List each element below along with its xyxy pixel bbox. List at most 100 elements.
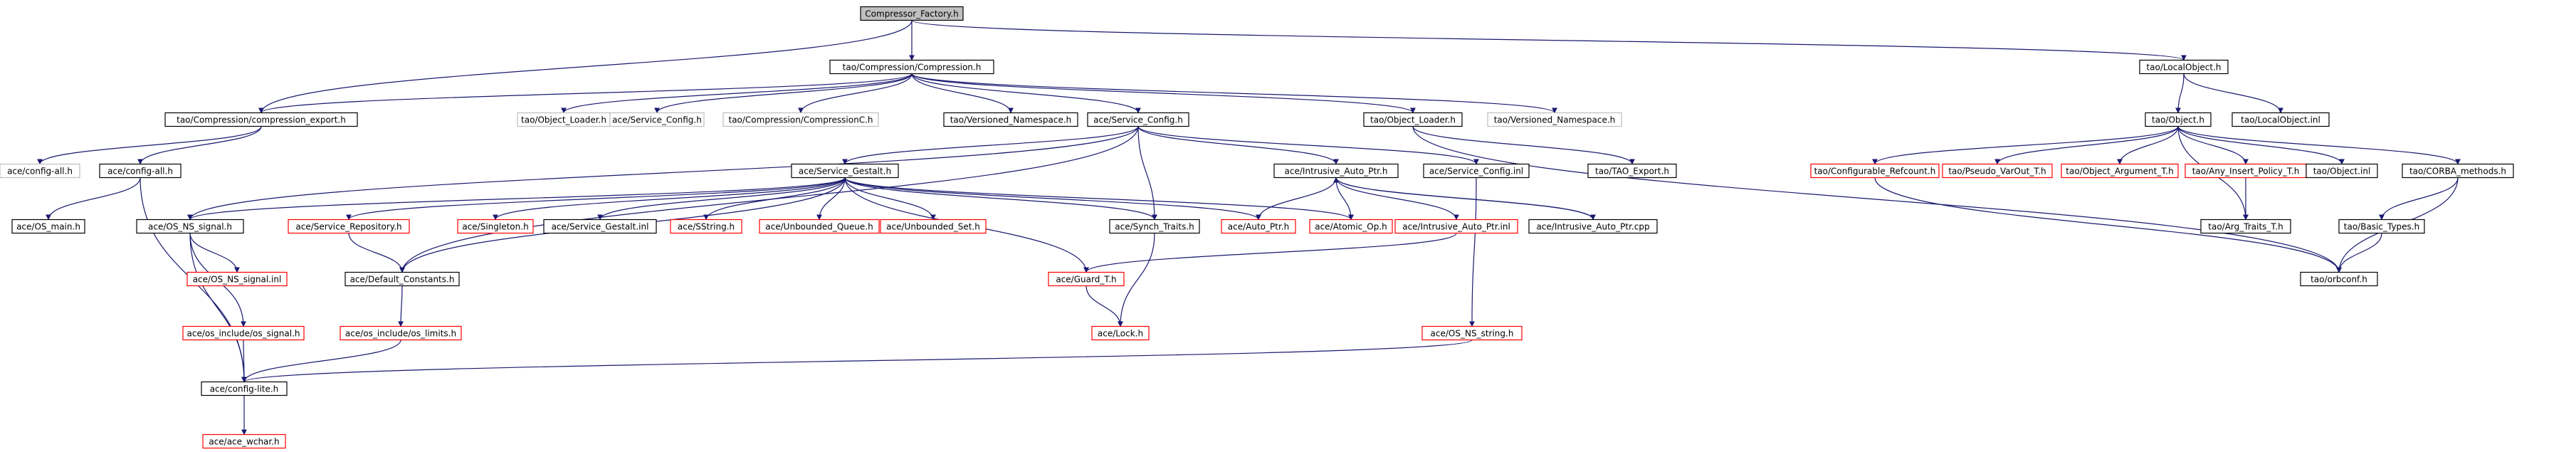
node-tol1[interactable]: tao/Object_Loader.h [517,112,611,127]
node-label: ace/config-all.h [7,167,73,177]
node-label: tao/Object_Loader.h [521,115,606,125]
node-box [136,219,244,234]
node-sst[interactable]: ace/SString.h [670,219,742,234]
node-lobj[interactable]: tao/LocalObject.h [2139,59,2229,75]
edge-lobj-to-loi [2183,73,2283,114]
node-box [340,325,462,341]
edge-iap-to-aop [1335,177,1354,221]
node-label: tao/Object_Loader.h [1370,115,1456,125]
node-oil[interactable]: ace/os_include/os_limits.h [340,325,462,341]
node-tex[interactable]: tao/TAO_Export.h [1587,163,1677,179]
node-orb[interactable]: tao/orbconf.h [2300,271,2378,287]
node-sci[interactable]: ace/Service_Config.inl [1423,163,1530,179]
node-label: ace/Service_Repository.h [295,222,401,232]
node-dc[interactable]: ace/Default_Constants.h [345,271,460,287]
node-label: ace/OS_NS_signal.h [148,222,232,232]
node-label: ace/Guard_T.h [1056,275,1116,285]
node-aop[interactable]: ace/Atomic_Op.h [1309,219,1393,234]
edge-iapi-to-gt [1083,232,1457,273]
node-asg[interactable]: ace/Service_Gestalt.h [791,163,899,179]
node-label: ace/OS_main.h [16,222,80,232]
edge-tol-to-orb [1412,126,2342,273]
edge-comp-to-tvns [911,73,1014,114]
node-crc[interactable]: tao/Configurable_Refcount.h [1810,163,1940,179]
edge-syt-to-lck [1118,233,1155,327]
node-box [860,6,964,21]
node-us[interactable]: ace/Unbounded_Set.h [880,219,987,234]
node-label: ace/Singleton.h [462,222,528,232]
node-box [164,112,358,127]
node-cfa[interactable]: ace/config-all.h [99,163,182,179]
node-sgi[interactable]: ace/Service_Gestalt.inl [543,219,657,234]
edge-root-to-lobj [911,19,2187,61]
node-ois[interactable]: ace/os_include/os_signal.h [182,325,305,341]
edge-cexp-to-cfa1 [37,126,262,165]
node-iapc[interactable]: ace/Intrusive_Auto_Ptr.cpp [1528,219,1658,234]
node-iapi[interactable]: ace/Intrusive_Auto_Ptr.inl [1394,219,1518,234]
node-label: ace/ace_wchar.h [209,437,279,447]
node-att[interactable]: tao/Arg_Traits_T.h [2200,219,2291,234]
node-lck[interactable]: ace/Lock.h [1091,325,1150,341]
node-asc1[interactable]: ace/Service_Config.h [609,112,705,127]
node-box [1810,163,1940,179]
node-pvo[interactable]: tao/Pseudo_VarOut_T.h [1942,163,2053,179]
edge-onss-to-onsi [189,233,240,273]
edge-onstr-to-cfl [241,339,1473,383]
node-cfa1[interactable]: ace/config-all.h [0,163,80,179]
node-box [2200,219,2291,234]
node-box [2061,163,2179,179]
node-aip[interactable]: tao/Any_Insert_Policy_T.h [2185,163,2307,179]
node-box [670,219,742,234]
node-tcc[interactable]: tao/Compression/CompressionC.h [722,112,879,127]
node-onstr[interactable]: ace/OS_NS_string.h [1421,325,1523,341]
edge-tobj-to-crc [1872,126,2179,165]
node-cexp[interactable]: tao/Compression/compression_export.h [164,112,358,127]
node-syt[interactable]: ace/Synch_Traits.h [1109,219,1200,234]
node-box [791,163,899,179]
node-box [1087,112,1189,127]
edge-lobj-to-tobj [2175,73,2185,114]
node-loi[interactable]: tao/LocalObject.inl [2231,112,2330,127]
node-tvns[interactable]: tao/Versioned_Namespace.h [943,112,1078,127]
node-srep[interactable]: ace/Service_Repository.h [288,219,410,234]
node-label: Compressor_Factory.h [865,9,958,19]
node-box [201,381,288,396]
node-label: ace/Unbounded_Set.h [886,222,980,232]
node-wch[interactable]: ace/ace_wchar.h [202,433,286,449]
node-cm[interactable]: tao/CORBA_methods.h [2402,163,2514,179]
edge-crc-to-orb [1874,177,2342,273]
node-sgl[interactable]: ace/Singleton.h [457,219,534,234]
node-label: ace/OS_NS_string.h [1431,329,1514,339]
node-onss[interactable]: ace/OS_NS_signal.h [136,219,244,234]
edge-tobj-to-cm [2177,126,2461,165]
node-box [1421,325,1523,341]
edge-ois-to-cfl [241,340,247,383]
node-onsi[interactable]: ace/OS_NS_signal.inl [186,271,288,287]
node-aap[interactable]: ace/Auto_Ptr.h [1221,219,1296,234]
node-bt[interactable]: tao/Basic_Types.h [2338,219,2425,234]
node-label: tao/Versioned_Namespace.h [950,115,1072,125]
node-cfl[interactable]: ace/config-lite.h [201,381,288,396]
node-label: ace/config-lite.h [210,384,279,394]
node-tvns2[interactable]: tao/Versioned_Namespace.h [1487,112,1622,127]
node-label: tao/Object_Argument_T.h [2066,167,2173,177]
node-gt[interactable]: ace/Guard_T.h [1048,271,1125,287]
node-asc[interactable]: ace/Service_Config.h [1087,112,1189,127]
node-box [2306,163,2378,179]
node-comp[interactable]: tao/Compression/Compression.h [829,59,994,75]
node-osm[interactable]: ace/OS_main.h [11,219,85,234]
edge-cm-to-bt [2379,177,2459,221]
node-label: ace/SString.h [678,222,735,232]
node-tobj[interactable]: tao/Object.h [2145,112,2212,127]
node-box [288,219,410,234]
dependency-edges [37,19,2461,436]
node-oat[interactable]: tao/Object_Argument_T.h [2061,163,2179,179]
edge-asc-to-asg [842,126,1139,165]
node-toi[interactable]: tao/Object.inl [2306,163,2378,179]
node-uq[interactable]: ace/Unbounded_Queue.h [759,219,880,234]
node-tol[interactable]: tao/Object_Loader.h [1363,112,1463,127]
node-box [1091,325,1150,341]
node-root[interactable]: Compressor_Factory.h [860,6,964,21]
node-iap[interactable]: ace/Intrusive_Auto_Ptr.h [1273,163,1399,179]
node-box [1273,163,1399,179]
